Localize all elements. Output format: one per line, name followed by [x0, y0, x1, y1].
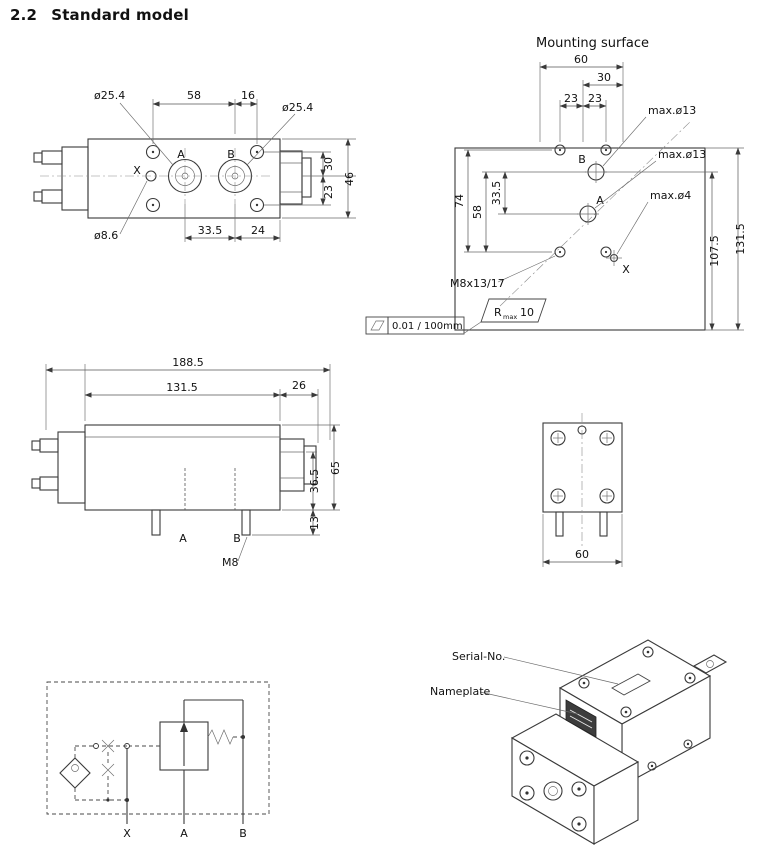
thread-m8-label: M8 [222, 556, 239, 569]
dim-33-5: 33.5 [490, 181, 503, 206]
max-dia13-b: max.ø13 [648, 104, 696, 117]
end-view-screws [550, 430, 615, 504]
port-x-label: X [133, 164, 141, 177]
hole-a-label: A [596, 194, 604, 207]
restrictor-icon-2 [101, 763, 115, 777]
mounting-surface-title: Mounting surface [536, 36, 649, 51]
port-b-label: B [233, 532, 241, 545]
top-view-drawing: 58 16 ø25.4 ø25.4 A B X 30 23 46 [33, 89, 356, 242]
check-valve-icon [59, 757, 91, 789]
max-dia4-x: max.ø4 [650, 189, 691, 202]
dim-23-left: 23 [564, 92, 578, 105]
flange-screws [519, 750, 587, 832]
serial-no-callout: Serial-No. [452, 650, 505, 663]
restrictor-icon [101, 739, 115, 753]
dim-131-5: 131.5 [734, 223, 747, 255]
serial-number-window [611, 673, 651, 696]
dim-23-right: 23 [588, 92, 602, 105]
port-b-label: B [227, 148, 235, 161]
hole-b-label: B [578, 153, 586, 166]
max-dia13-a: max.ø13 [658, 148, 706, 161]
mounting-surface-view: Mounting surface B A X 60 [365, 36, 747, 335]
dim-60: 60 [575, 548, 589, 561]
dia-port-left: ø25.4 [94, 89, 125, 102]
thread-note: M8x13/17 [450, 277, 505, 290]
dim-23: 23 [322, 185, 335, 199]
dim-46: 46 [343, 172, 356, 186]
dim-30: 30 [597, 71, 611, 84]
hydraulic-schematic: X A B [46, 681, 270, 840]
dia-port-right: ø25.4 [282, 101, 313, 114]
section-title-text: Standard model [51, 6, 189, 24]
dim-60: 60 [574, 53, 588, 66]
dim-107-5: 107.5 [708, 235, 721, 267]
spring-icon [207, 729, 234, 745]
port-a-label: A [179, 532, 187, 545]
roughness-value: 10 [520, 306, 534, 319]
dim-58: 58 [471, 205, 484, 219]
dim-58: 58 [187, 89, 201, 102]
dim-16: 16 [241, 89, 255, 102]
roughness-flag: R max 10 [462, 298, 547, 335]
dia-x-port: ø8.6 [94, 229, 118, 242]
dim-24: 24 [251, 224, 265, 237]
dim-131-5: 131.5 [166, 381, 198, 394]
top-screws [578, 646, 696, 718]
section-title: 2.2 Standard model [10, 6, 189, 24]
port-a-label: A [180, 827, 188, 840]
dim-13: 13 [308, 516, 321, 530]
flatness-icon [370, 320, 385, 331]
isometric-view: Serial-No. Nameplate [430, 639, 728, 845]
nameplate-callout: Nameplate [430, 685, 491, 698]
dim-36-5: 36.5 [308, 469, 321, 494]
roughness-sub: max [503, 313, 517, 321]
dim-65: 65 [329, 461, 342, 475]
nameplate-plate [565, 699, 597, 738]
hole-x-label: X [622, 263, 630, 276]
dim-188-5: 188.5 [172, 356, 204, 369]
end-view-drawing: 60 [542, 413, 623, 567]
dim-30: 30 [322, 157, 335, 171]
flatness-tolerance-frame: 0.01 / 100mm [365, 316, 465, 335]
port-b-label: B [239, 827, 247, 840]
flatness-value: 0.01 / 100mm [392, 321, 463, 332]
dim-33-5: 33.5 [198, 224, 223, 237]
port-a-label: A [177, 148, 185, 161]
side-view-drawing: 188.5 131.5 26 65 36.5 13 A B M8 [31, 356, 342, 569]
flow-arrow-icon [180, 722, 188, 732]
port-x-label: X [123, 827, 131, 840]
roughness-r: R [494, 306, 502, 319]
section-number: 2.2 [10, 6, 38, 24]
dim-74: 74 [453, 194, 466, 208]
dim-26: 26 [292, 379, 306, 392]
